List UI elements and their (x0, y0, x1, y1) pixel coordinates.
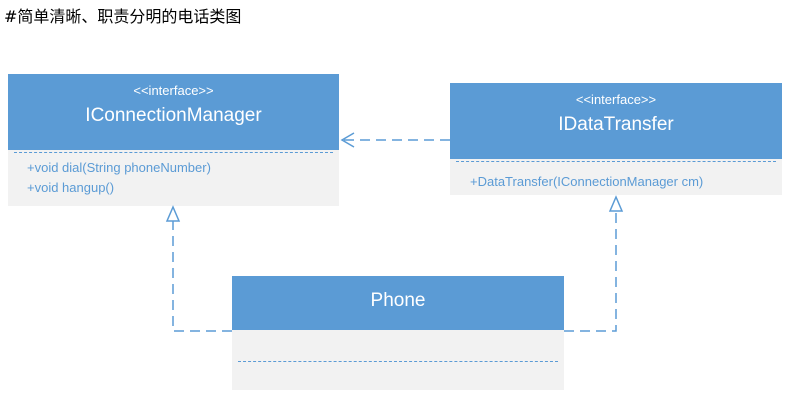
realization-arrowhead (608, 195, 624, 212)
class-separator (14, 152, 333, 153)
class-members: +DataTransfer(IConnectionManager cm) (470, 172, 703, 192)
class-name: IDataTransfer (558, 114, 674, 135)
class-stereotype: <<interface>> (133, 83, 214, 98)
class-iconnectionmanager[interactable]: <<interface>> IConnectionManager +void d… (8, 74, 339, 206)
class-header: <<interface>> IConnectionManager (8, 74, 339, 150)
class-body: +void dial(String phoneNumber) +void han… (8, 150, 339, 206)
realization-line-to-idatatransfer (564, 211, 617, 332)
class-member: +void dial(String phoneNumber) (27, 160, 211, 175)
realization-line-to-iconnectionmanager (172, 221, 232, 332)
class-name: IConnectionManager (85, 105, 262, 126)
diagram-caption: #简单清晰、职责分明的电话类图 (4, 7, 242, 26)
class-members: +void dial(String phoneNumber) +void han… (27, 158, 211, 198)
class-name: Phone (370, 290, 426, 311)
class-member: +void hangup() (27, 180, 115, 195)
class-header: Phone (232, 276, 564, 330)
class-idatatransfer[interactable]: <<interface>> IDataTransfer +DataTransfe… (450, 83, 782, 195)
realization-arrowhead (165, 205, 181, 222)
dependency-arrowhead (340, 132, 355, 148)
class-separator (238, 361, 558, 362)
class-stereotype: <<interface>> (575, 92, 657, 107)
class-body: +DataTransfer(IConnectionManager cm) (450, 159, 782, 195)
class-header: <<interface>> IDataTransfer (450, 83, 782, 159)
class-separator (456, 161, 776, 162)
class-member: +DataTransfer(IConnectionManager cm) (470, 174, 704, 189)
class-phone[interactable]: Phone (232, 276, 564, 390)
class-body (232, 330, 564, 390)
